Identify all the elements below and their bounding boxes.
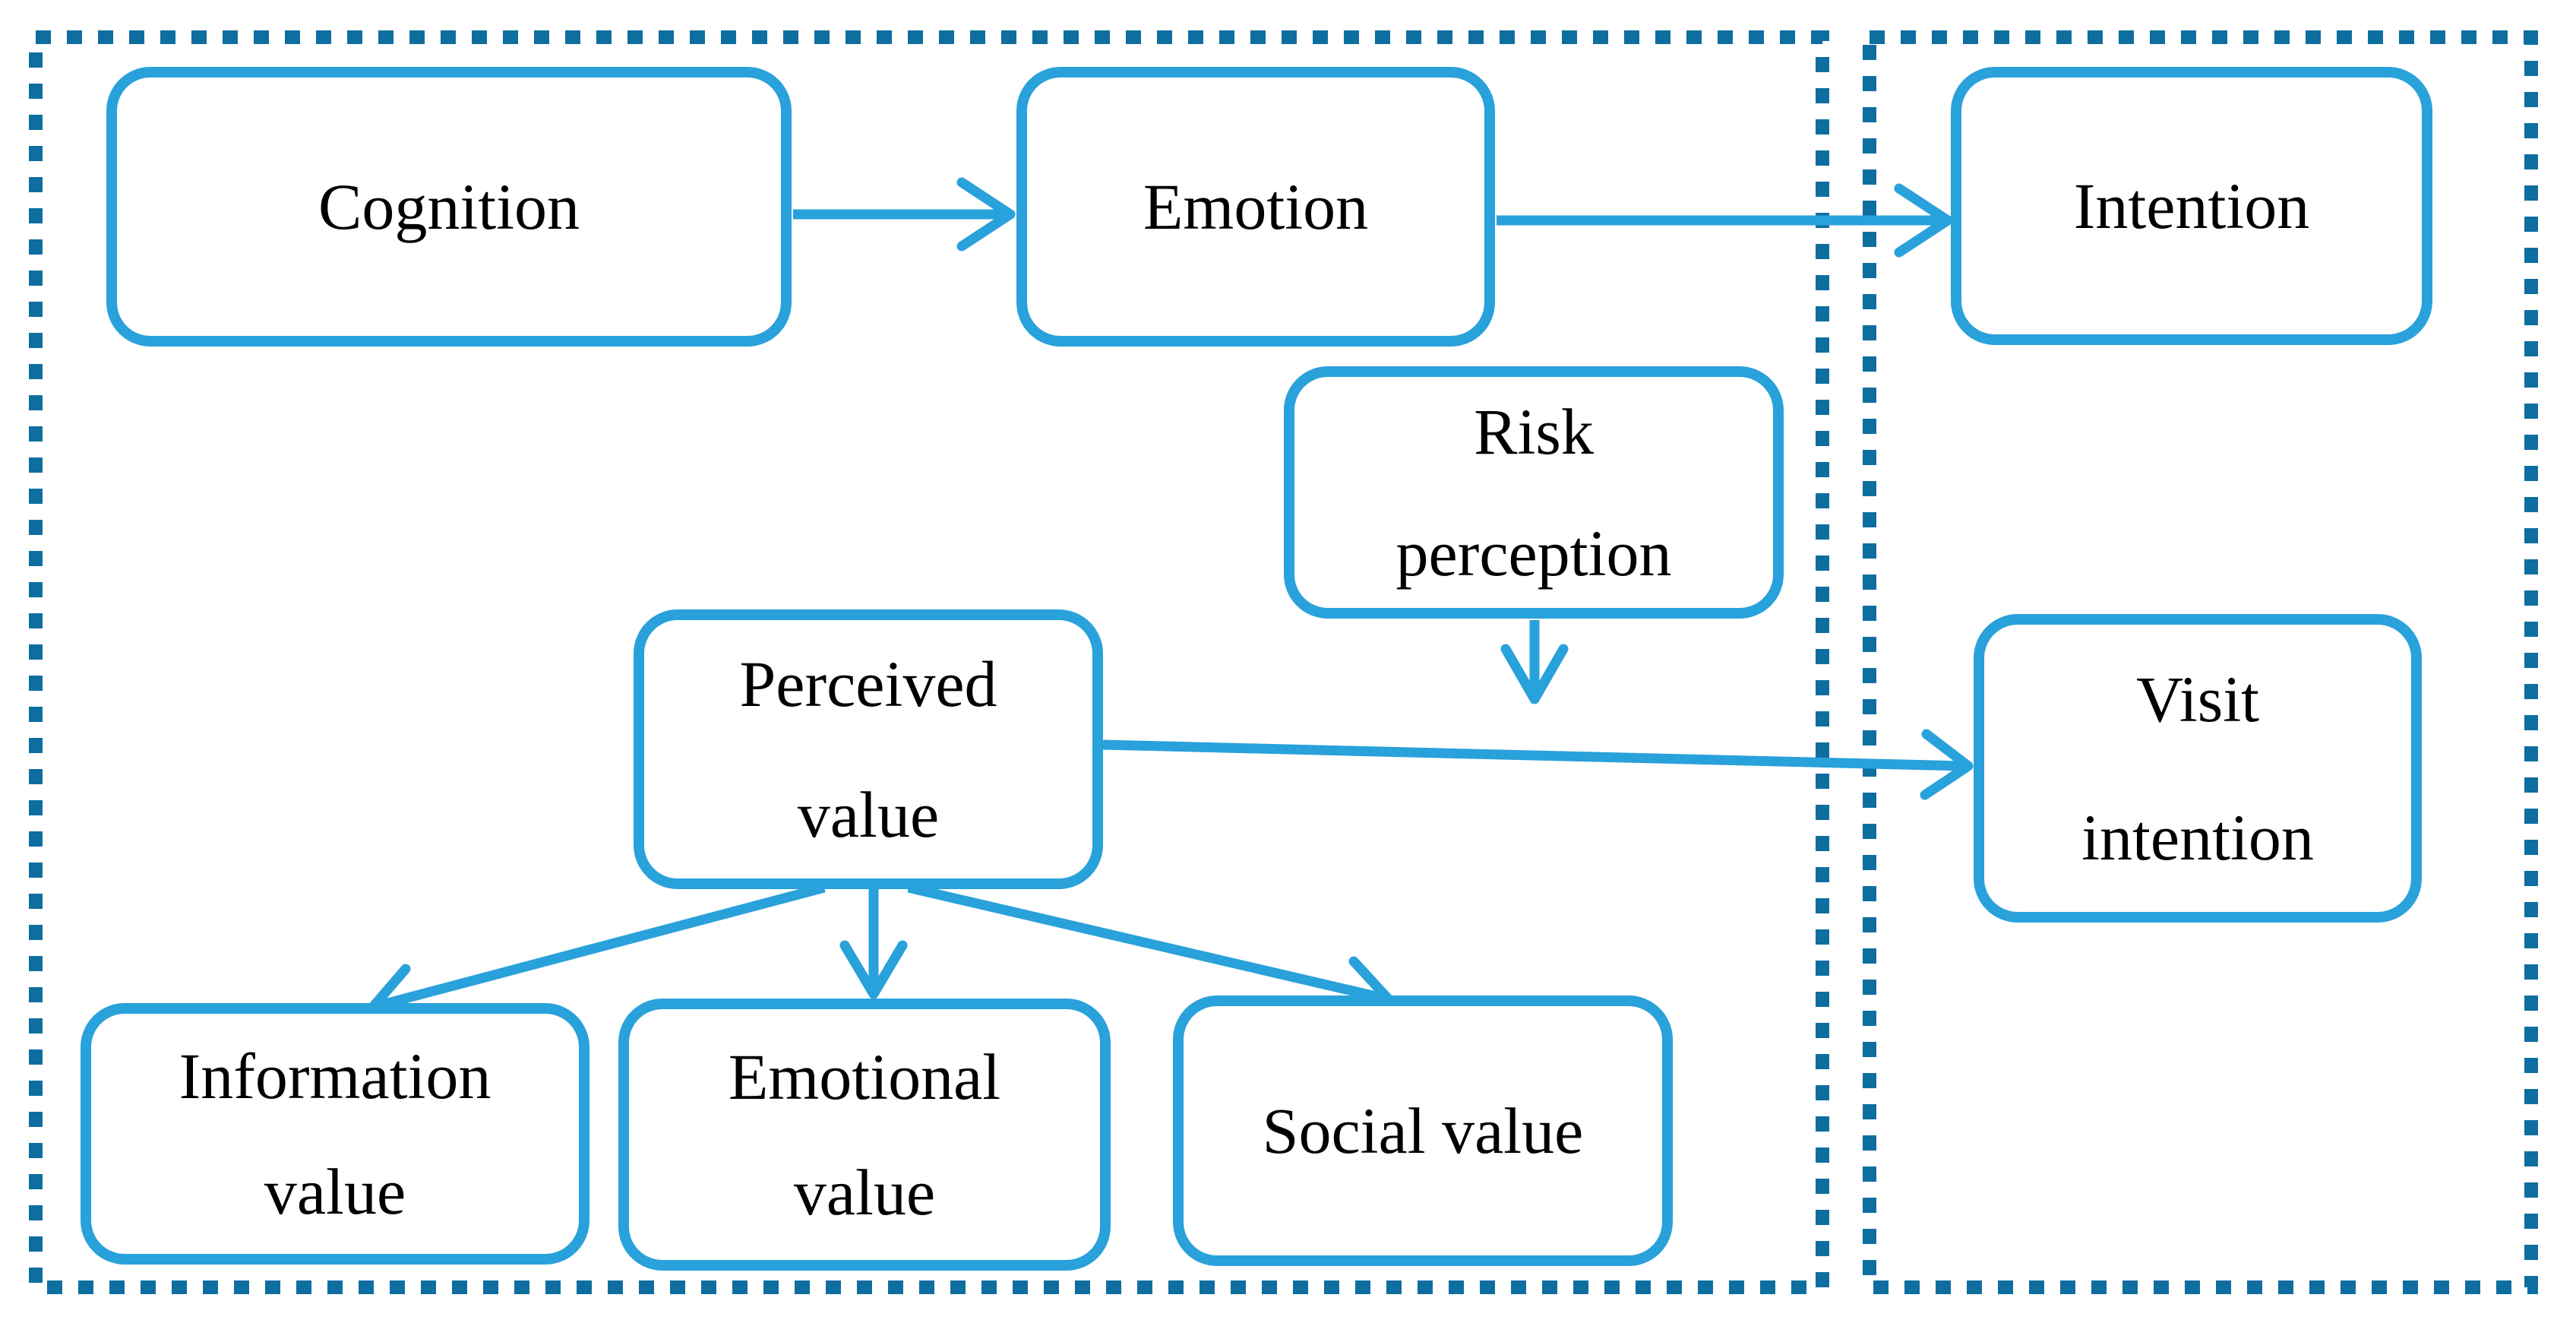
box-emotional-value: Emotional value [618,999,1111,1271]
box-social-value-label: Social value [1262,1094,1584,1167]
box-emotion-label: Emotion [1143,170,1369,243]
arrow-perceived-social-shaft [907,882,1387,1004]
right-group-dashed-container [1863,30,2538,1294]
left-group-dashed-container [29,30,1829,1294]
arrow-perceived-visit-head [1920,729,1974,800]
box-visit-intention-label: Visit intention [2081,663,2314,874]
arrow-cognition-emotion-head [956,177,1016,252]
box-emotional-value-label: Emotional value [728,1040,1001,1229]
box-emotion: Emotion [1016,67,1495,347]
box-cognition-label: Cognition [318,170,580,243]
arrow-perceived-emotional-head [839,940,908,999]
box-perceived-value: Perceived value [634,609,1103,889]
box-information-value-label: Information value [179,1040,491,1228]
arrow-perceived-information-shaft [375,882,826,1011]
box-visit-intention: Visit intention [1974,614,2422,923]
arrow-emotion-intention-head [1894,183,1953,258]
box-risk-perception: Risk perception [1284,366,1784,619]
box-intention-label: Intention [2073,169,2310,242]
box-intention: Intention [1951,67,2432,345]
box-risk-perception-label: Risk perception [1395,395,1672,590]
box-cognition: Cognition [106,67,792,347]
arrow-perceived-visit-shaft [1102,739,1964,771]
box-information-value: Information value [81,1003,589,1265]
box-social-value: Social value [1173,996,1673,1266]
arrow-risk-perception-down-head [1500,644,1569,704]
box-perceived-value-label: Perceived value [739,647,997,851]
